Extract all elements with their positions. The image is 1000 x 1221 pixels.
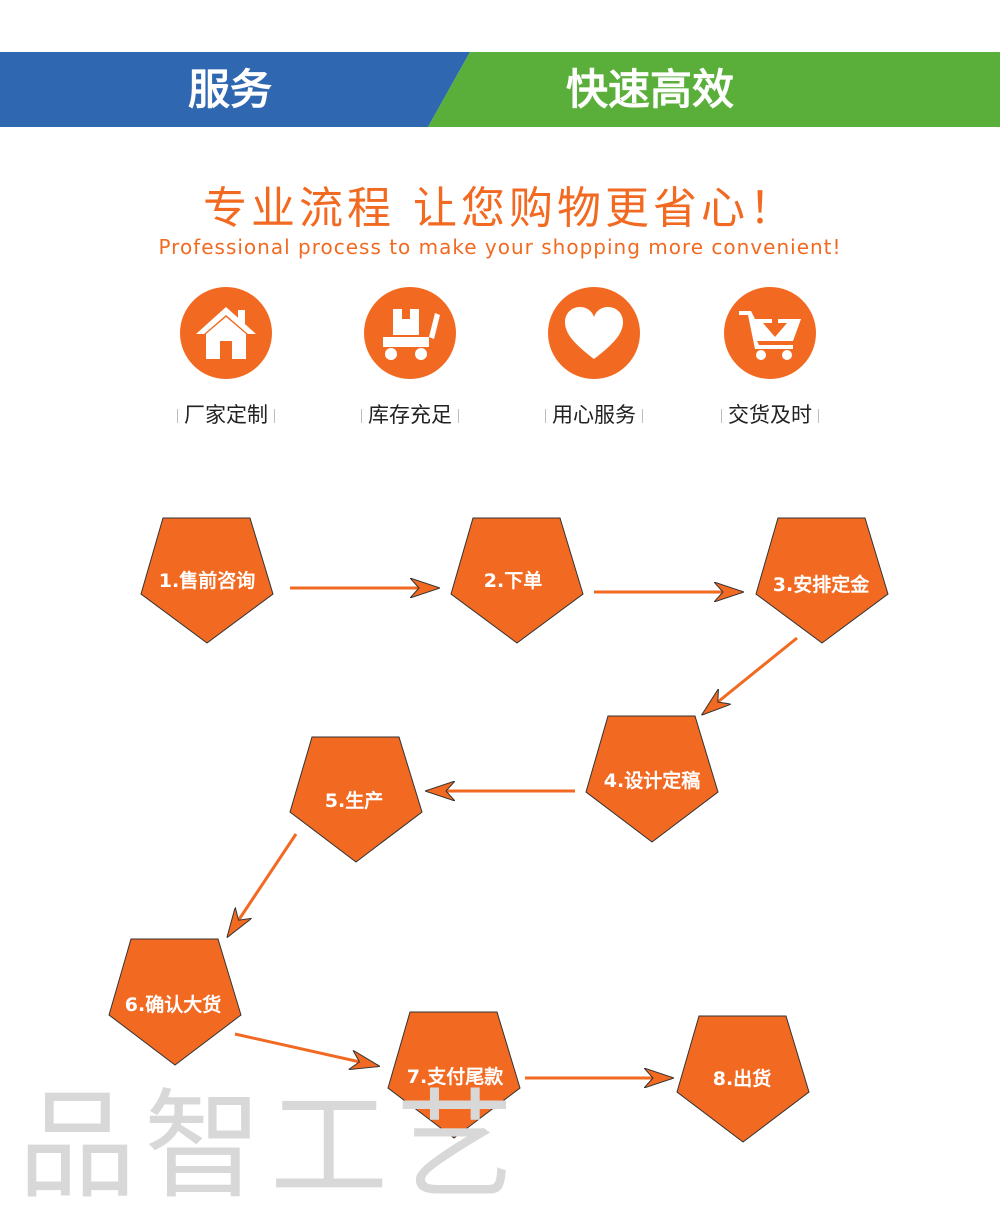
step-1: 1.售前咨询 — [140, 517, 274, 644]
step-shape — [140, 517, 274, 644]
step-label: 4.设计定稿 — [604, 769, 700, 792]
page-headline: 专业流程 让您购物更省心！ — [203, 183, 797, 234]
house-icon — [180, 287, 272, 379]
arrow-6-to-7 — [234, 1032, 378, 1066]
step-3: 3.安排定金 — [755, 517, 889, 644]
feature-label: 用心服务 — [552, 403, 636, 427]
shopping-cart-icon — [724, 287, 816, 379]
feature-delivery: 交货及时 — [710, 287, 830, 429]
package-cart-icon — [364, 287, 456, 379]
step-label: 2.下单 — [484, 569, 542, 592]
feature-label: 厂家定制 — [184, 403, 268, 427]
step-shape — [450, 517, 584, 644]
page-subheadline: Professional process to make your shoppi… — [158, 235, 842, 259]
step-6: 6.确认大货 — [108, 938, 242, 1066]
step-label: 3.安排定金 — [773, 573, 870, 596]
banner-right-panel — [428, 52, 1000, 127]
arrow-5-to-6 — [228, 833, 298, 936]
heart-icon — [548, 287, 640, 379]
feature-service: 用心服务 — [534, 287, 654, 429]
step-label: 7.支付尾款 — [407, 1065, 504, 1088]
step-8: 8.出货 — [676, 1015, 810, 1143]
brand-watermark: 品智工艺 — [18, 1077, 523, 1215]
step-label: 5.生产 — [325, 789, 383, 812]
step-5: 5.生产 — [289, 736, 423, 863]
step-shape — [676, 1015, 810, 1143]
banner-background — [0, 52, 1000, 127]
step-label: 1.售前咨询 — [159, 569, 255, 592]
step-shape — [387, 1011, 521, 1139]
step-7: 7.支付尾款 — [387, 1011, 521, 1139]
banner-left-panel — [0, 52, 470, 127]
step-4: 4.设计定稿 — [585, 715, 719, 843]
feature-factory-custom: 厂家定制 — [166, 287, 286, 429]
process-flow-diagram: 1.售前咨询 2.下单 3.安排定金 4.设计定稿 5.生产 6.确认大货 7.… — [108, 517, 889, 1143]
step-label: 6.确认大货 — [125, 993, 221, 1016]
feature-stock: 库存充足 — [350, 287, 470, 429]
banner-right-text: 快速高效 — [565, 65, 734, 114]
step-shape — [755, 517, 889, 644]
top-banner: 服务 快速高效 — [0, 52, 1000, 127]
banner-left-text: 服务 — [187, 65, 272, 114]
flow-arrows — [228, 588, 798, 1078]
step-shape — [585, 715, 719, 843]
step-label: 8.出货 — [713, 1067, 771, 1090]
step-shape — [108, 938, 242, 1066]
arrow-3-to-4 — [703, 636, 798, 714]
feature-label: 库存充足 — [368, 403, 452, 427]
step-shape — [289, 736, 423, 863]
step-2: 2.下单 — [450, 517, 584, 644]
feature-label: 交货及时 — [728, 403, 812, 427]
